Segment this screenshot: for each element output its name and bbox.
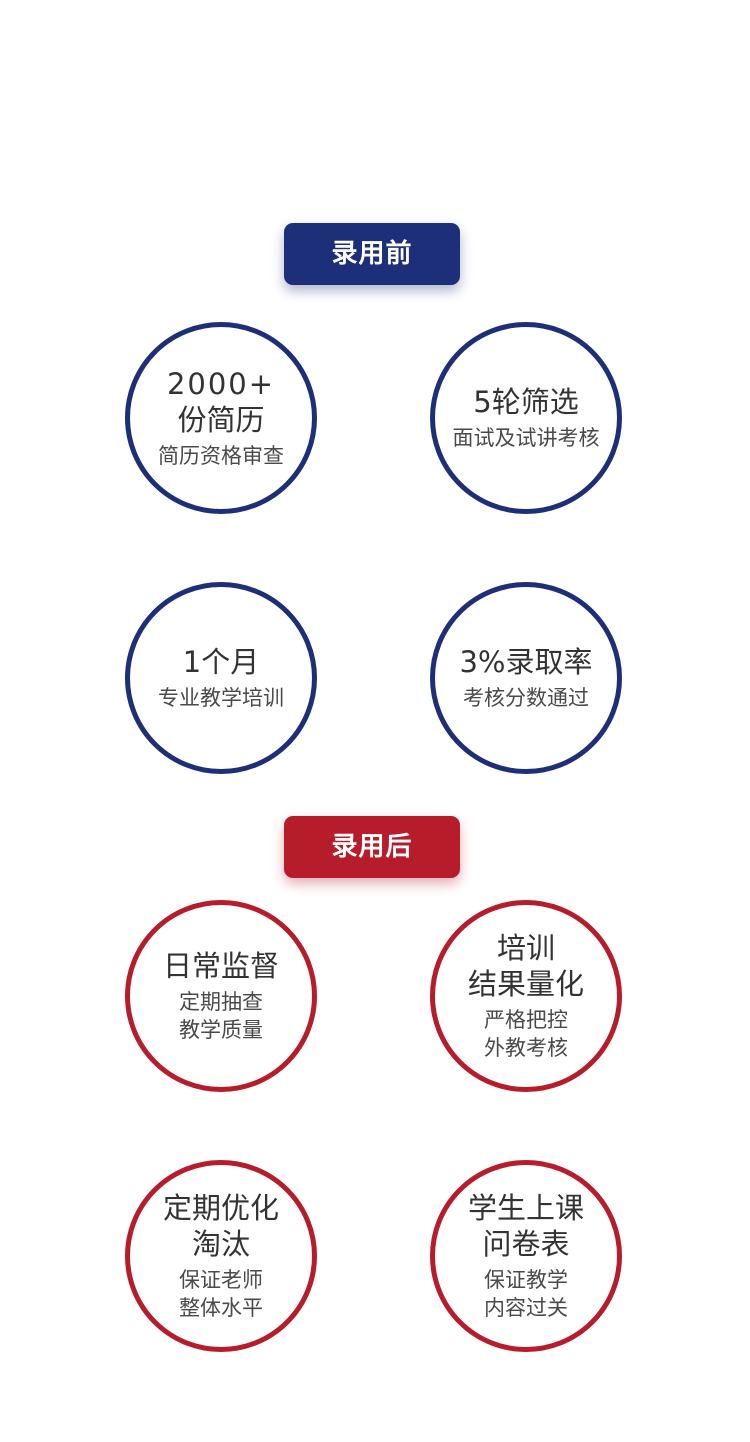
item-title: 结果量化 [467,967,584,1001]
item-subtitle: 教学质量 [179,1018,263,1042]
item-title: 5轮筛选 [473,385,579,419]
item-title: 培训 [496,931,555,965]
before-item-training: 1个月 专业教学培训 [125,582,317,774]
item-title: 日常监督 [162,949,279,983]
item-subtitle: 简历资格审查 [158,444,284,468]
item-subtitle: 严格把控 [484,1008,568,1032]
after-item-questionnaire: 学生上课 问卷表 保证教学 内容过关 [430,1160,622,1352]
item-subtitle: 整体水平 [179,1296,263,1320]
after-item-supervision: 日常监督 定期抽查 教学质量 [125,900,317,1092]
item-title: 学生上课 [467,1191,584,1225]
item-title: 2000+ [166,367,276,401]
item-subtitle: 保证老师 [179,1268,263,1292]
item-subtitle: 考核分数通过 [463,686,589,710]
item-subtitle: 专业教学培训 [158,686,284,710]
item-title: 淘汰 [191,1227,250,1261]
item-subtitle: 面试及试讲考核 [452,426,600,450]
item-subtitle: 保证教学 [484,1268,568,1292]
item-title: 3%录取率 [459,645,593,679]
item-title: 问卷表 [482,1227,570,1261]
before-item-admission-rate: 3%录取率 考核分数通过 [430,582,622,774]
before-item-resumes: 2000+ 份简历 简历资格审查 [125,322,317,514]
before-item-screening: 5轮筛选 面试及试讲考核 [430,322,622,514]
after-hiring-badge: 录用后 [284,816,460,878]
after-item-optimization: 定期优化 淘汰 保证老师 整体水平 [125,1160,317,1352]
item-title: 定期优化 [162,1191,279,1225]
item-subtitle: 内容过关 [484,1296,568,1320]
item-title: 1个月 [182,645,260,679]
item-title: 份简历 [177,403,265,437]
item-subtitle: 外教考核 [484,1036,568,1060]
item-subtitle: 定期抽查 [179,990,263,1014]
after-item-quantified-training: 培训 结果量化 严格把控 外教考核 [430,900,622,1092]
before-hiring-badge: 录用前 [284,223,460,285]
